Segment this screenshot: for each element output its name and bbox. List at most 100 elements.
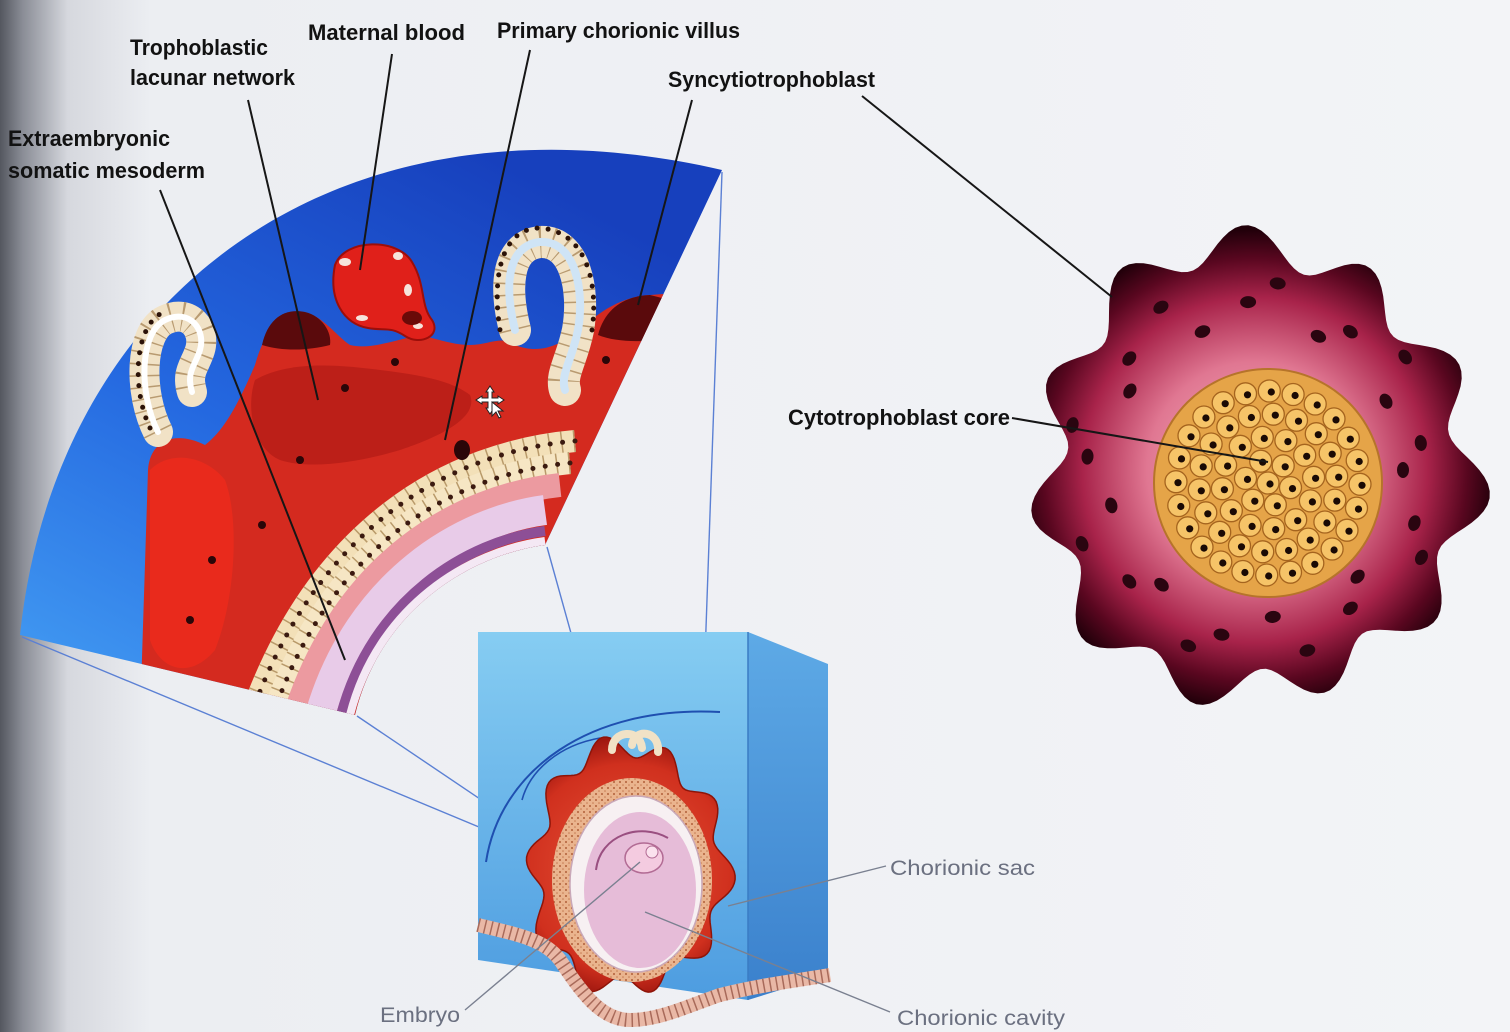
cell-nucleus bbox=[1202, 414, 1209, 421]
cell-nucleus bbox=[1226, 424, 1233, 431]
cytotrophoblast-cell bbox=[1326, 465, 1348, 487]
cytotrophoblast-cell bbox=[1211, 478, 1233, 500]
cytotrophoblast-cell bbox=[1256, 564, 1278, 586]
block-side-face bbox=[748, 632, 828, 1000]
cell-nucleus bbox=[1333, 498, 1340, 505]
label-primary-chorionic-villus: Primary chorionic villus bbox=[497, 18, 740, 43]
cell-nucleus bbox=[1230, 508, 1237, 515]
cell-nucleus bbox=[1218, 530, 1225, 537]
label-cytotrophoblast-core: Cytotrophoblast core bbox=[788, 405, 1010, 430]
cell-nucleus bbox=[1323, 519, 1330, 526]
cell-nucleus bbox=[1204, 510, 1211, 517]
cell-nucleus bbox=[1295, 418, 1302, 425]
cytotrophoblast-cell bbox=[1258, 380, 1280, 402]
cytotrophoblast-cell bbox=[1212, 392, 1234, 414]
cell-nucleus bbox=[1356, 458, 1363, 465]
cell-nucleus bbox=[1266, 480, 1273, 487]
cell-nucleus bbox=[1314, 401, 1321, 408]
label-syncytiotrophoblast: Syncytiotrophoblast bbox=[668, 67, 876, 92]
cell-nucleus bbox=[1284, 438, 1291, 445]
nucleus bbox=[341, 384, 349, 392]
cytotrophoblast-cell bbox=[1232, 561, 1254, 583]
cell-nucleus bbox=[1200, 545, 1207, 552]
nucleus bbox=[602, 356, 610, 364]
cytotrophoblast-cell bbox=[1238, 406, 1260, 428]
blood-vessel-opening bbox=[402, 311, 422, 325]
label-chorionic-sac: Chorionic sac bbox=[890, 857, 1035, 880]
cell-nucleus bbox=[1178, 455, 1185, 462]
nucleus bbox=[258, 521, 266, 529]
cytotrophoblast-cell bbox=[1272, 455, 1294, 477]
cell-nucleus bbox=[1307, 537, 1314, 544]
cell-nucleus bbox=[1294, 517, 1301, 524]
cytotrophoblast-cell bbox=[1276, 539, 1298, 561]
cytotrophoblast-cell bbox=[1193, 406, 1215, 428]
nucleus bbox=[391, 358, 399, 366]
cytotrophoblast-cell bbox=[1169, 447, 1191, 469]
cell-nucleus bbox=[1239, 444, 1246, 451]
cell-nucleus bbox=[1285, 547, 1292, 554]
label-extraembryonic: Extraembryonic bbox=[8, 126, 170, 151]
label-somatic-mesoderm: somatic mesoderm bbox=[8, 158, 205, 183]
cytotrophoblast-cell bbox=[1220, 500, 1242, 522]
cytotrophoblast-cell bbox=[1321, 538, 1343, 560]
cell-nucleus bbox=[1272, 526, 1279, 533]
cell-nucleus bbox=[1244, 391, 1251, 398]
blood-cell bbox=[356, 315, 368, 321]
cytotrophoblast-cell bbox=[1178, 425, 1200, 447]
blood-cell bbox=[339, 258, 351, 266]
cell-nucleus bbox=[1274, 502, 1281, 509]
cytotrophoblast-cell bbox=[1235, 383, 1257, 405]
label-embryo: Embryo bbox=[380, 1004, 460, 1027]
nucleus bbox=[186, 616, 194, 624]
cell-nucleus bbox=[1303, 453, 1310, 460]
cytotrophoblast-cell bbox=[1275, 430, 1297, 452]
cytotrophoblast-cell bbox=[1257, 472, 1279, 494]
cell-nucleus bbox=[1358, 482, 1365, 489]
cell-nucleus bbox=[1241, 569, 1248, 576]
cytotrophoblast-cell bbox=[1286, 409, 1308, 431]
cytotrophoblast-cell bbox=[1280, 561, 1302, 583]
chorionic-cavity bbox=[584, 812, 696, 968]
label-trophoblastic: Trophoblastic bbox=[130, 35, 268, 60]
cell-nucleus bbox=[1244, 476, 1251, 483]
cytotrophoblast-cell bbox=[1235, 467, 1257, 489]
cell-nucleus bbox=[1289, 570, 1296, 577]
cell-nucleus bbox=[1219, 559, 1226, 566]
cell-nucleus bbox=[1186, 525, 1193, 532]
cell-nucleus bbox=[1315, 431, 1322, 438]
cytotrophoblast-cell bbox=[1210, 551, 1232, 573]
cell-nucleus bbox=[1335, 474, 1342, 481]
cell-nucleus bbox=[1265, 572, 1272, 579]
cytotrophoblast-cell bbox=[1215, 454, 1237, 476]
cytotrophoblast-cell bbox=[1346, 450, 1368, 472]
cytotrophoblast-cell bbox=[1229, 535, 1251, 557]
cell-nucleus bbox=[1222, 400, 1229, 407]
cytotrophoblast-cell bbox=[1319, 442, 1341, 464]
cell-nucleus bbox=[1312, 475, 1319, 482]
cell-nucleus bbox=[1238, 543, 1245, 550]
cytotrophoblast-cell bbox=[1336, 519, 1358, 541]
cytotrophoblast-cell bbox=[1285, 509, 1307, 531]
cytotrophoblast-cell bbox=[1280, 477, 1302, 499]
cytotrophoblast-cell bbox=[1209, 521, 1231, 543]
cytotrophoblast-cell bbox=[1297, 528, 1319, 550]
cell-nucleus bbox=[1174, 479, 1181, 486]
label-lacunar-network: lacunar network bbox=[130, 65, 296, 90]
cell-nucleus bbox=[1292, 392, 1299, 399]
cytotrophoblast-cell bbox=[1188, 479, 1210, 501]
cell-nucleus bbox=[1200, 463, 1207, 470]
cell-nucleus bbox=[1282, 463, 1289, 470]
implantation-block bbox=[478, 632, 830, 1020]
cell-nucleus bbox=[1311, 561, 1318, 568]
cytotrophoblast-cell bbox=[1195, 502, 1217, 524]
cell-nucleus bbox=[1249, 523, 1256, 530]
nucleus bbox=[208, 556, 216, 564]
cell-nucleus bbox=[1261, 435, 1268, 442]
cytotrophoblast-cell bbox=[1262, 403, 1284, 425]
cell-nucleus bbox=[1355, 506, 1362, 513]
cell-nucleus bbox=[1248, 414, 1255, 421]
cytotrophoblast-cell bbox=[1299, 490, 1321, 512]
cytotrophoblast-cell bbox=[1165, 471, 1187, 493]
